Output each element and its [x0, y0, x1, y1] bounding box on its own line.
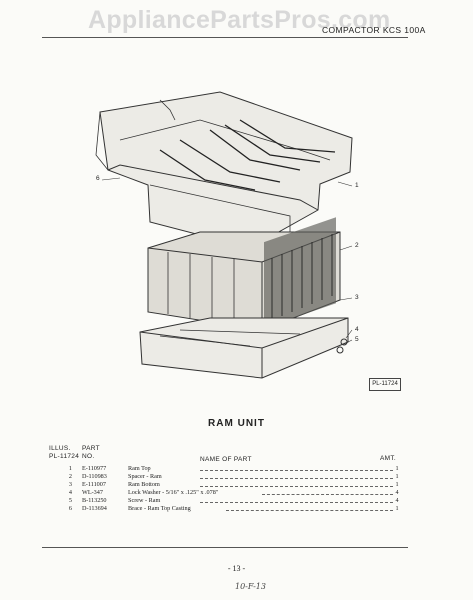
callout-5: 5: [355, 336, 359, 343]
part-number: WL-347: [82, 489, 103, 496]
illus-number: 6: [68, 505, 72, 512]
page-number: - 13 -: [227, 564, 246, 573]
footer-rule: [42, 547, 408, 548]
part-name: Screw - Ram: [128, 497, 161, 504]
part-amount: 1: [395, 473, 399, 480]
illus-number: 2: [68, 473, 72, 480]
part-number: E-111007: [82, 481, 106, 488]
illus-number: 3: [68, 481, 72, 488]
parts-row: 6 D-113694 Brace - Ram Top Casting 1: [0, 505, 473, 513]
col-part-line2: NO.: [82, 453, 95, 460]
part-name: Ram Top: [128, 465, 151, 472]
callout-1: 1: [355, 182, 359, 189]
col-illus-line2: PL-11724: [49, 453, 80, 460]
part-name: Spacer - Ram: [128, 473, 162, 480]
callout-3: 3: [355, 294, 359, 301]
leader-line: [200, 486, 393, 488]
parts-row: 1 E-110977 Ram Top 1: [0, 465, 473, 473]
watermark: AppliancePartsPros.com: [88, 6, 391, 34]
part-number: D-110983: [82, 473, 107, 480]
section-title: RAM UNIT: [208, 418, 265, 429]
part-name: Brace - Ram Top Casting: [128, 505, 191, 512]
ram-unit-exploded-illustration: [95, 91, 353, 379]
header-rule: [42, 37, 408, 38]
callout-6: 6: [96, 175, 100, 182]
part-name: Ram Bottom: [128, 481, 160, 488]
leader-line: [200, 478, 393, 480]
col-part-line1: PART: [82, 445, 100, 452]
part-amount: 1: [395, 505, 399, 512]
parts-row: 5 B-113250 Screw - Ram 4: [0, 497, 473, 505]
document-header: COMPACTOR KCS 100A: [322, 25, 426, 35]
callout-2: 2: [355, 242, 359, 249]
col-name: NAME OF PART: [200, 456, 252, 463]
parts-row: 4 WL-347 Lock Washer - 5/16" x .125" x .…: [0, 489, 473, 497]
illus-number: 5: [68, 497, 72, 504]
callout-4: 4: [355, 326, 359, 333]
leader-line: [262, 494, 393, 496]
illus-number: 4: [68, 489, 72, 496]
col-illus-line1: ILLUS.: [49, 445, 71, 452]
leader-line: [226, 510, 393, 512]
illus-number: 1: [68, 465, 72, 472]
part-number: B-113250: [82, 497, 107, 504]
handwritten-note: 10-F-13: [235, 582, 266, 591]
figure-label: PL-11724: [369, 378, 401, 391]
part-name: Lock Washer - 5/16" x .125" x .078": [128, 489, 219, 496]
col-amt: AMT.: [380, 455, 397, 462]
part-amount: 4: [395, 489, 399, 496]
leader-line: [200, 470, 393, 472]
part-amount: 1: [395, 481, 399, 488]
parts-row: 3 E-111007 Ram Bottom 1: [0, 481, 473, 489]
part-number: D-113694: [82, 505, 107, 512]
leader-line: [200, 502, 393, 504]
part-number: E-110977: [82, 465, 107, 472]
part-amount: 1: [395, 465, 399, 472]
part-amount: 4: [395, 497, 399, 504]
parts-row: 2 D-110983 Spacer - Ram 1: [0, 473, 473, 481]
